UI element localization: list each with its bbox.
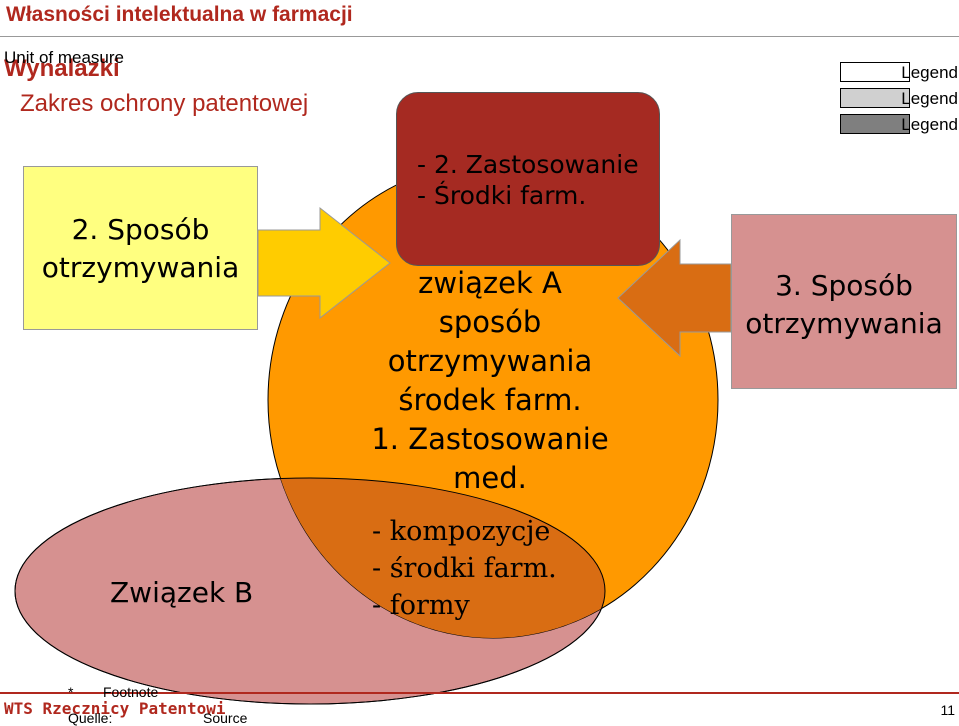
compound-b-label: Związek B bbox=[110, 576, 254, 609]
legend-item: Legend bbox=[840, 88, 958, 110]
right-box-text: 3. Sposób otrzymywania bbox=[745, 269, 943, 340]
left-box-text: 2. Sposób otrzymywania bbox=[41, 213, 240, 284]
legend-swatch bbox=[840, 62, 910, 82]
header-divider bbox=[0, 36, 959, 37]
presentation-title: Własności intelektualna w farmacji bbox=[6, 3, 353, 26]
footer-divider bbox=[0, 692, 959, 694]
legend-item: Legend bbox=[840, 62, 958, 84]
red-box-text: - 2. Zastosowanie - Środki farm. bbox=[417, 150, 639, 210]
footnote: Footnote bbox=[103, 684, 159, 700]
source: Source bbox=[203, 710, 248, 726]
circle-text: związek A sposób otrzymywania środek far… bbox=[371, 266, 609, 495]
page-number: 11 bbox=[940, 702, 955, 718]
compound-b-outline bbox=[14, 477, 606, 705]
left-box-method: 2. Sposób otrzymywania bbox=[23, 166, 258, 330]
source-label: Quelle: bbox=[68, 710, 113, 726]
overlap-region bbox=[268, 478, 605, 638]
unit-of-measure: Unit of measure bbox=[4, 48, 124, 67]
footer-brand: WTS Rzecznicy Patentowi bbox=[4, 699, 226, 718]
legend-swatch bbox=[840, 88, 910, 108]
arrow-left-icon bbox=[617, 238, 732, 358]
legend-label: Legend bbox=[901, 115, 958, 134]
legend-label: Legend bbox=[901, 63, 958, 82]
footnote-mark: * bbox=[68, 684, 74, 700]
slide-title: Wynalazki bbox=[4, 55, 120, 82]
legend-label: Legend bbox=[901, 89, 958, 108]
slide-subtitle: Zakres ochrony patentowej bbox=[20, 90, 309, 117]
legend-swatch bbox=[840, 114, 910, 134]
legend-item: Legend bbox=[840, 114, 958, 136]
red-box-uses: - 2. Zastosowanie - Środki farm. bbox=[396, 92, 660, 266]
right-box-method: 3. Sposób otrzymywania bbox=[731, 214, 957, 389]
overlap-text: - kompozycje - środki farm. - formy bbox=[372, 516, 557, 621]
arrow-right-icon bbox=[257, 206, 391, 320]
